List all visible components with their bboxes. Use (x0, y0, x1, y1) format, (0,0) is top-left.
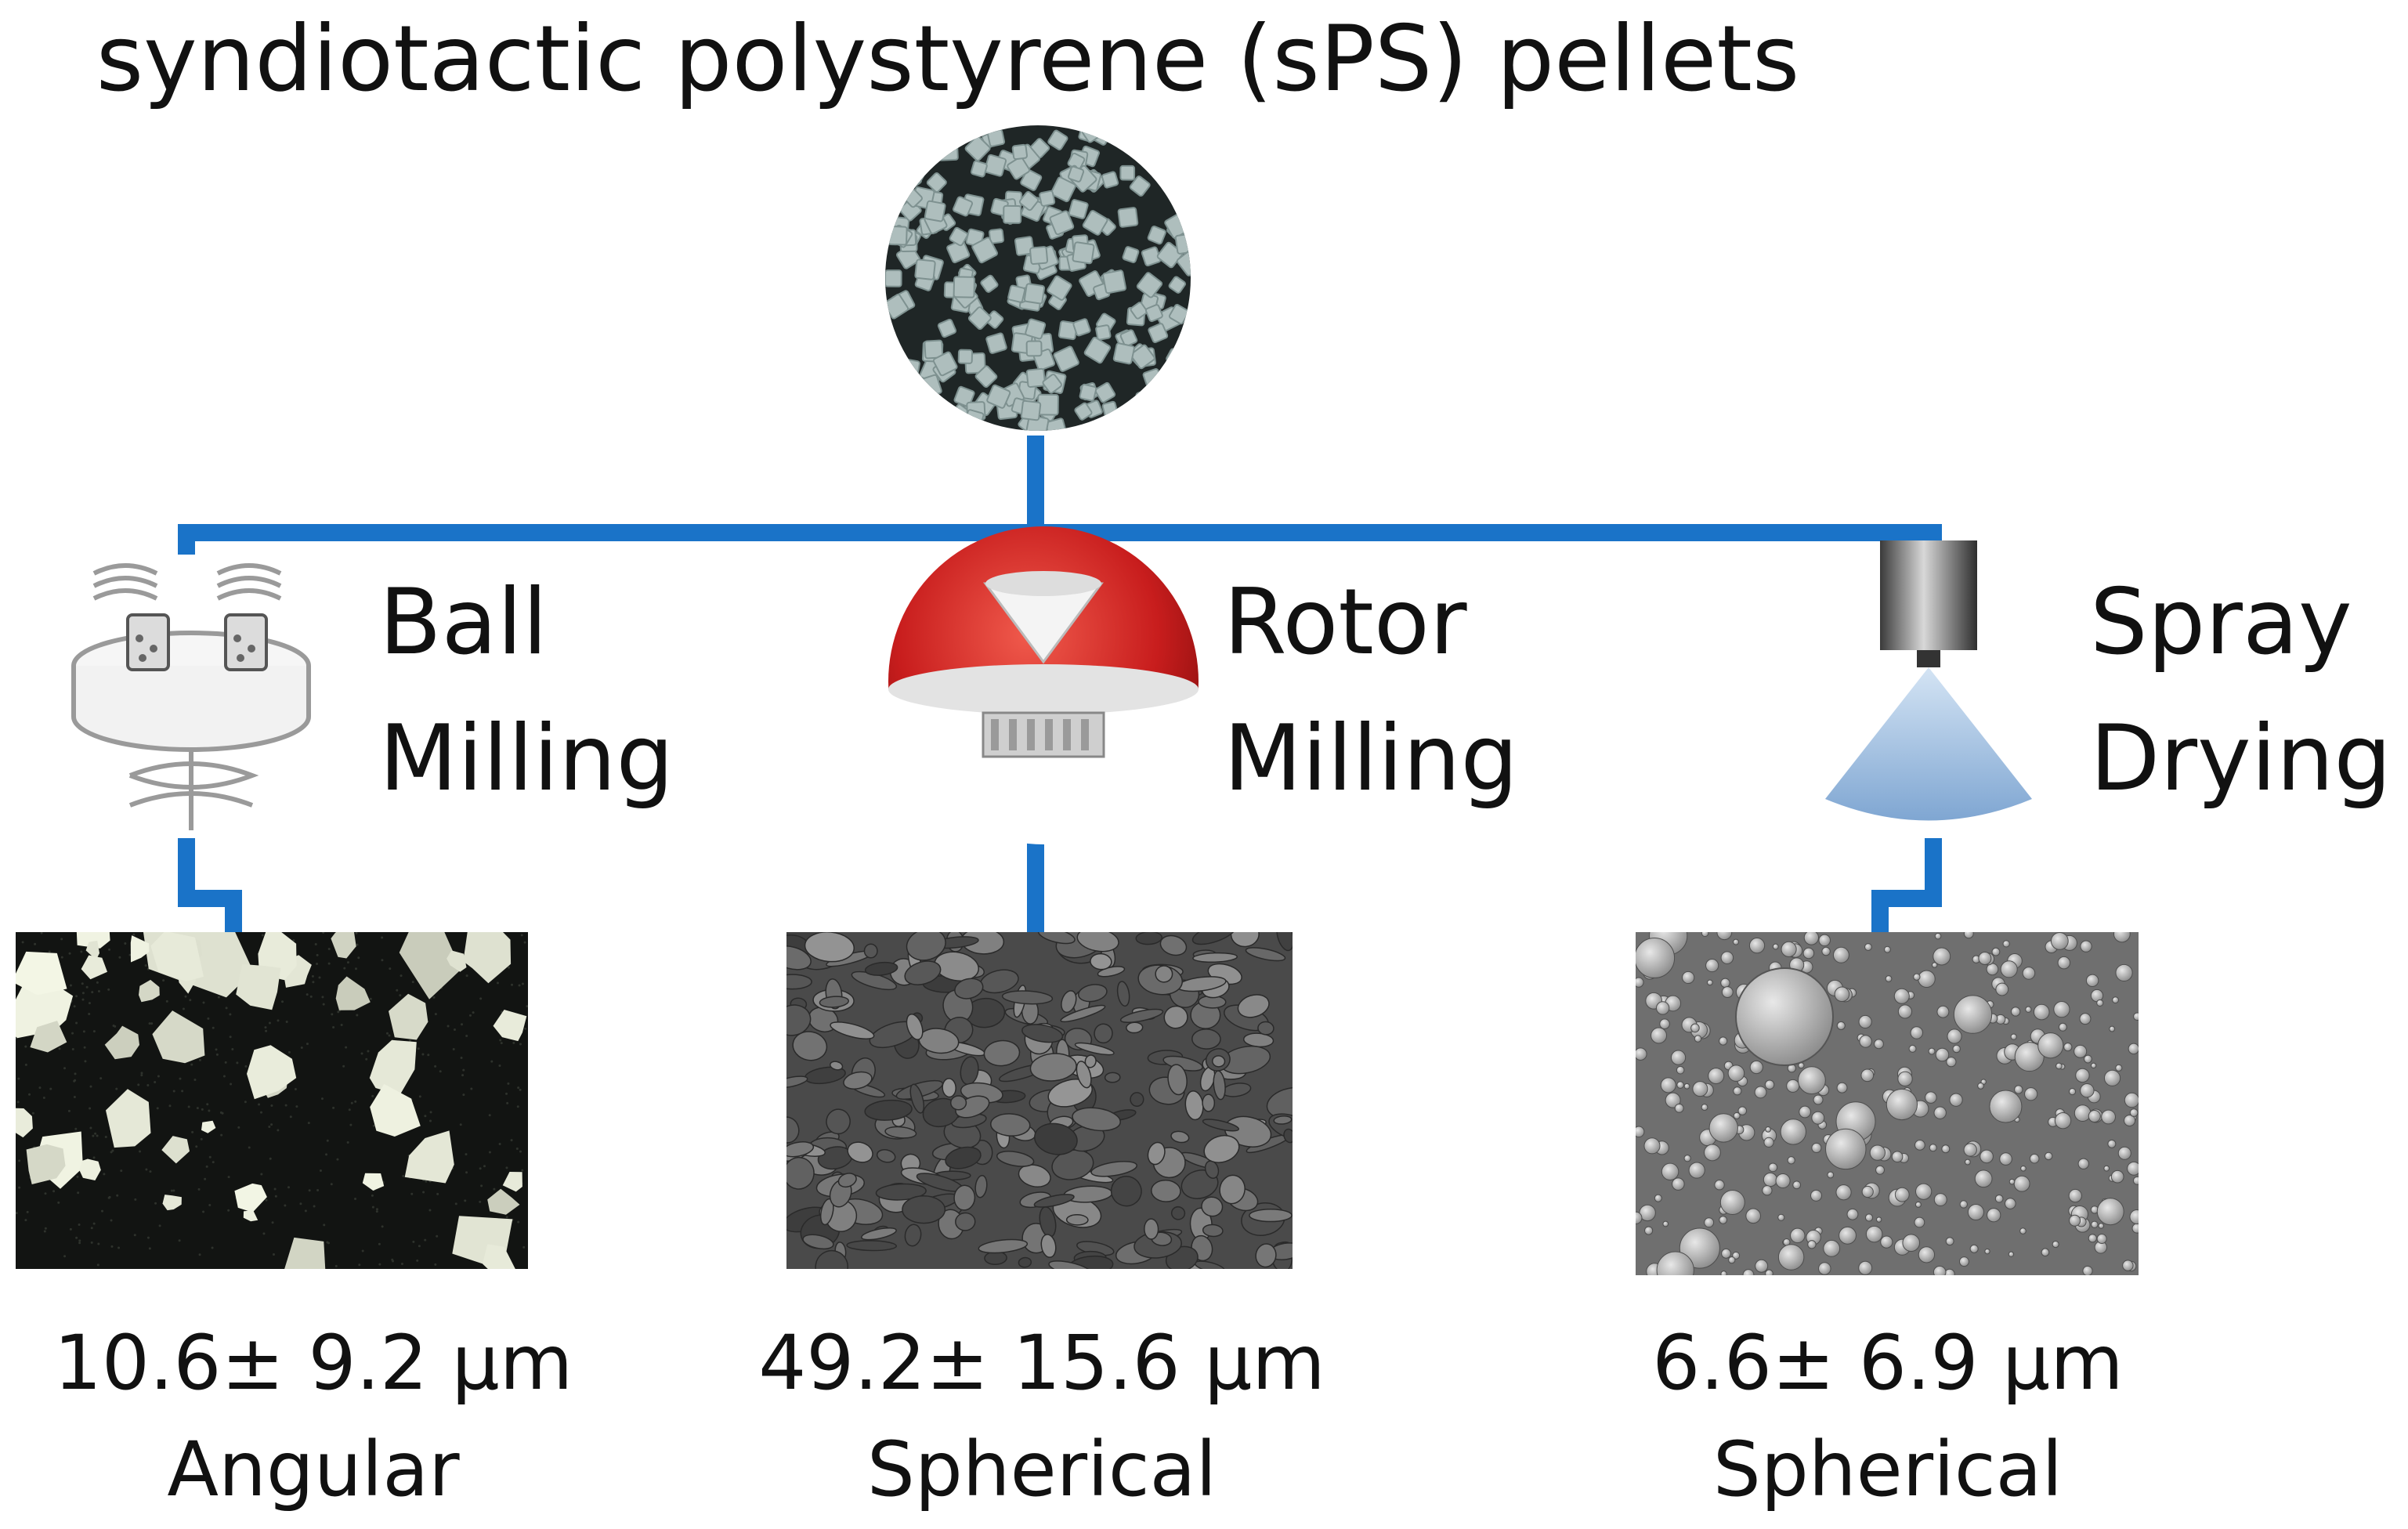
method-label-line2: Milling (379, 706, 674, 811)
method-label-rotor-milling: Rotor Milling (1224, 555, 1518, 827)
method-label-line1: Ball (379, 569, 548, 675)
diagram-title: syndiotactic polystyrene (sPS) pellets (96, 6, 1800, 112)
particle-size: 6.6± 6.9 µm (1652, 1319, 2124, 1407)
method-label-line2: Drying (2090, 706, 2392, 811)
ball-milled-particles-photo (16, 932, 528, 1269)
rotor-milled-particles-photo (786, 932, 1293, 1269)
method-label-line2: Milling (1224, 706, 1519, 811)
particle-shape: Spherical (866, 1426, 1217, 1514)
pellets-photo (885, 125, 1191, 431)
particle-size: 49.2± 15.6 µm (758, 1319, 1325, 1407)
method-label-ball-milling: Ball Milling (379, 555, 674, 827)
ball-to-photo-line (178, 838, 242, 932)
particle-size: 10.6± 9.2 µm (53, 1319, 573, 1407)
method-label-line1: Rotor (1224, 569, 1467, 675)
spray-dried-particles-photo (1636, 932, 2139, 1275)
method-label-spray-drying: Spray Drying (2090, 555, 2392, 827)
result-spray-drying: 6.6± 6.9 µm Spherical (1598, 1310, 2178, 1524)
result-ball-milling: 10.6± 9.2 µm Angular (16, 1310, 611, 1524)
particle-shape: Spherical (1712, 1426, 2063, 1514)
spray-to-photo-line (1871, 838, 1942, 932)
result-rotor-milling: 49.2± 15.6 µm Spherical (752, 1310, 1332, 1524)
particle-shape: Angular (167, 1426, 460, 1514)
method-label-line1: Spray (2090, 569, 2352, 675)
